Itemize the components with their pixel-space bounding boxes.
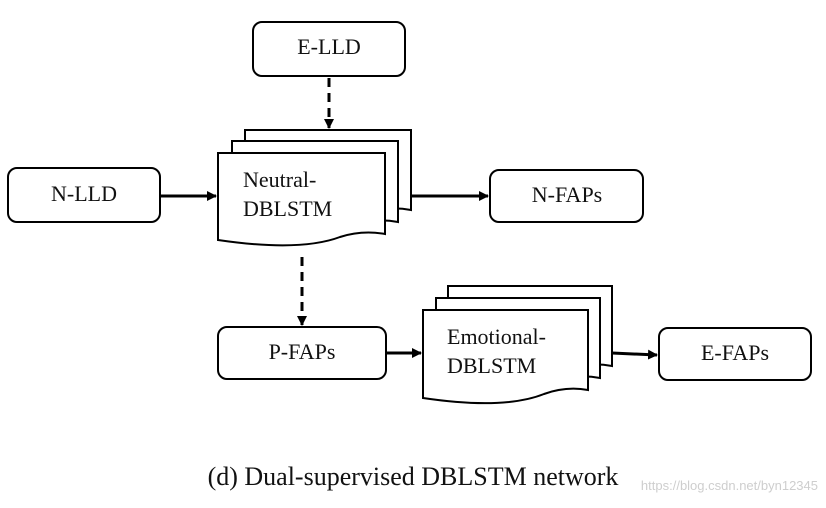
- neutral-dblstm-node: Neutral- DBLSTM: [217, 129, 412, 247]
- emotional-dblstm-label-line1: Emotional-: [447, 324, 546, 349]
- e-lld-node: E-LLD: [252, 21, 406, 77]
- e-lld-label: E-LLD: [297, 34, 361, 59]
- n-faps-node: N-FAPs: [489, 169, 644, 223]
- neutral-dblstm-label-line2: DBLSTM: [243, 196, 332, 221]
- e-faps-node: E-FAPs: [658, 327, 812, 381]
- figure-caption: (d) Dual-supervised DBLSTM network: [207, 462, 619, 491]
- watermark-text: https://blog.csdn.net/byn12345: [640, 478, 818, 493]
- e-faps-label: E-FAPs: [701, 340, 769, 365]
- n-lld-node: N-LLD: [7, 167, 161, 223]
- p-faps-label: P-FAPs: [269, 339, 336, 364]
- neutral-dblstm-label-line1: Neutral-: [243, 167, 316, 192]
- emotional-dblstm-node: Emotional- DBLSTM: [422, 285, 613, 405]
- arrow-emotional-to-e-faps: [611, 349, 658, 360]
- n-lld-label: N-LLD: [51, 181, 117, 206]
- n-faps-label: N-FAPs: [532, 182, 603, 207]
- emotional-dblstm-label-line2: DBLSTM: [447, 353, 536, 378]
- p-faps-node: P-FAPs: [217, 326, 387, 380]
